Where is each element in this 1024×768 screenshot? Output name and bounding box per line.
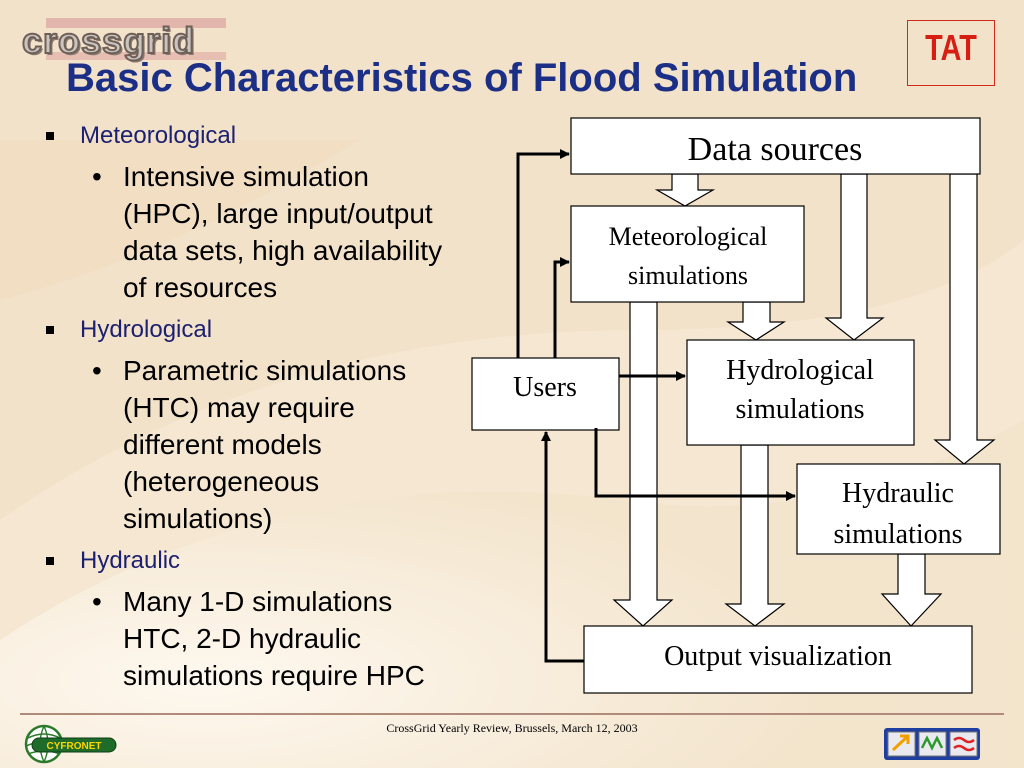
sub-bullet-line: (heterogeneous	[123, 466, 320, 497]
crossgrid-logo-graphic	[46, 18, 226, 60]
sub-bullet-line: (HPC), large input/output	[123, 198, 433, 229]
square-bullet-icon	[46, 557, 54, 565]
label-data-sources: Data sources	[688, 131, 863, 168]
hollow-arrow-meteo-to-hydro	[725, 301, 787, 341]
label-hydrological-line2: simulations	[735, 394, 864, 425]
bullet-heading-meteorological: Meteorological	[42, 120, 522, 152]
box-meteorological	[570, 205, 805, 303]
footer-divider	[20, 713, 1004, 715]
square-bullet-icon	[46, 326, 54, 334]
sub-bullet-line: Parametric simulations	[123, 355, 407, 386]
square-bullet-icon	[46, 132, 54, 140]
sub-bullet-line: Many 1-D simulations	[123, 586, 393, 617]
label-hydraulic-line2: simulations	[833, 519, 962, 550]
round-bullet-icon: •	[92, 161, 102, 192]
hollow-arrow-hydraulic-to-output	[880, 553, 943, 627]
cyfronet-logo: CYFRONET	[24, 724, 117, 764]
arrow-output-to-users	[541, 431, 584, 663]
label-hydrological-line1: Hydrological	[726, 355, 874, 386]
tat-logo: TAT	[907, 20, 995, 86]
arrow-users-to-hydraulic	[594, 428, 796, 501]
round-bullet-icon: •	[92, 586, 102, 617]
crossgrid-logo: crossgrid	[16, 16, 236, 64]
cyfronet-logo-text: CYFRONET	[47, 741, 102, 752]
sub-bullet-line: different models	[123, 429, 322, 460]
arrow-users-to-data-sources	[516, 149, 570, 358]
sub-bullet-line: simulations)	[123, 503, 273, 534]
round-bullet-icon: •	[92, 355, 102, 386]
sub-bullet-line: simulations require HPC	[123, 660, 425, 691]
footer-text: CrossGrid Yearly Review, Brussels, March…	[386, 721, 638, 735]
sub-bullet: • Many 1-D simulations HTC, 2-D hydrauli…	[42, 583, 522, 694]
arrow-users-to-meteo	[553, 257, 570, 358]
crossgrid-logo-text: crossgrid	[21, 19, 196, 62]
bullet-heading-text: Hydraulic	[80, 547, 181, 574]
tat-logo-text: TAT	[925, 27, 977, 68]
slide-title: Basic Characteristics of Flood Simulatio…	[66, 56, 858, 100]
bullet-heading-text: Hydrological	[80, 316, 213, 343]
sub-bullet-line: of resources	[123, 272, 278, 303]
box-users	[471, 357, 620, 431]
hollow-arrow-ds-to-meteo	[654, 173, 716, 207]
hollow-arrow-ds-to-hydro	[824, 173, 885, 341]
hollow-arrow-ds-to-hydraulic	[933, 173, 996, 465]
hollow-arrow-meteo-to-output	[612, 301, 674, 627]
label-meteorological-line2: simulations	[628, 261, 748, 290]
sub-bullet: • Parametric simulations (HTC) may requi…	[42, 352, 522, 537]
bullet-heading-hydrological: Hydrological	[42, 314, 522, 346]
hollow-arrow-hydro-to-output	[724, 444, 786, 627]
box-hydrological	[686, 339, 915, 446]
label-meteorological-line1: Meteorological	[609, 222, 768, 251]
box-output-visualization	[583, 625, 973, 694]
bullet-heading-hydraulic: Hydraulic	[42, 545, 522, 577]
wf-logo	[884, 728, 980, 760]
box-hydraulic	[796, 463, 1001, 555]
sub-bullet-line: HTC, 2-D hydraulic	[123, 623, 362, 654]
sub-bullet-line: data sets, high availability	[123, 235, 443, 266]
box-data-sources	[570, 117, 981, 175]
label-hydraulic-line1: Hydraulic	[842, 478, 954, 509]
label-users: Users	[513, 372, 577, 403]
bullet-list: Meteorological • Intensive simulation (H…	[42, 120, 522, 702]
label-output-visualization: Output visualization	[664, 641, 892, 672]
sub-bullet-line: (HTC) may require	[123, 392, 355, 423]
sub-bullet-line: Intensive simulation	[123, 161, 369, 192]
bullet-heading-text: Meteorological	[80, 122, 237, 149]
sub-bullet: • Intensive simulation (HPC), large inpu…	[42, 158, 522, 306]
